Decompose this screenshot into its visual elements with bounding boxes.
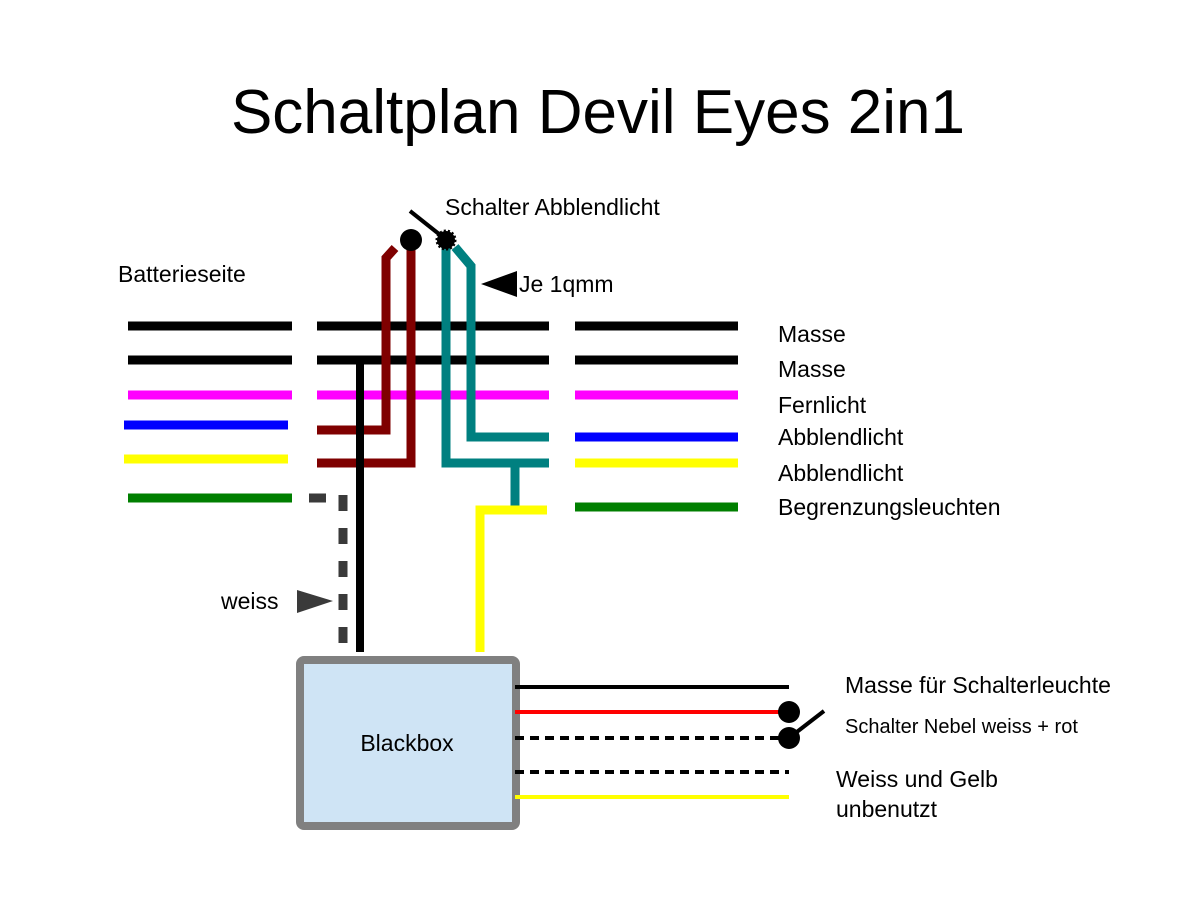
wire-label: Begrenzungsleuchten <box>778 494 1001 520</box>
arrow-icon <box>297 590 333 613</box>
wire-gauge-label: Je 1qmm <box>519 271 614 297</box>
diagram-title: Schaltplan Devil Eyes 2in1 <box>231 78 965 147</box>
output-label: Schalter Nebel weiss + rot <box>845 716 1078 738</box>
switch-contact-icon <box>778 701 800 723</box>
wire-label: Abblendlicht <box>778 424 904 450</box>
wire-label: Masse <box>778 356 846 382</box>
wire-teal-2 <box>451 244 549 442</box>
output-label: Weiss und Gelb <box>836 766 998 792</box>
switch-lever <box>408 209 446 240</box>
fog-switch <box>778 701 826 749</box>
arrow-icon <box>481 271 517 297</box>
blackbox-outputs <box>515 685 789 799</box>
lamp-side-wires <box>575 321 738 512</box>
wire-label: Abblendlicht <box>778 460 904 486</box>
wire-darkred-1 <box>317 244 399 435</box>
battery-side-wires <box>124 321 292 503</box>
wire-darkred-2 <box>317 240 416 468</box>
output-label: unbenutzt <box>836 796 938 822</box>
wire-label: Masse <box>778 321 846 347</box>
middle-wires <box>309 240 549 652</box>
wire-label: Fernlicht <box>778 392 867 418</box>
low-beam-switch <box>400 209 457 251</box>
switch-pivot-icon <box>435 229 457 251</box>
white-wire-label: weiss <box>220 588 279 614</box>
output-label: Masse für Schalterleuchte <box>845 672 1111 698</box>
blackbox <box>296 656 520 830</box>
battery-side-label: Batterieseite <box>118 261 246 287</box>
wire-yellow-to-box <box>475 505 547 652</box>
blackbox-label: Blackbox <box>360 730 454 756</box>
switch-low-beam-label: Schalter Abblendlicht <box>445 194 660 220</box>
switch-lever <box>787 709 826 740</box>
switch-contact-icon <box>400 229 422 251</box>
